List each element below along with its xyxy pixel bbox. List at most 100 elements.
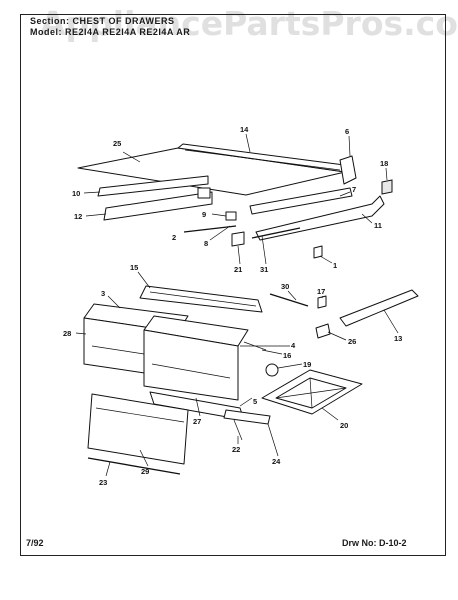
rod-30: [269, 293, 309, 307]
clip-1: [313, 245, 323, 259]
callout-24: 24: [272, 457, 281, 466]
section-header: Section: CHEST OF DRAWERS: [30, 16, 175, 26]
callout-9: 9: [202, 210, 206, 219]
callout-22: 22: [232, 445, 240, 454]
rod-31: [251, 227, 301, 239]
leader-16: [261, 349, 283, 355]
leader-21: [237, 245, 241, 265]
section-prefix: Section:: [30, 16, 70, 26]
leader-10: [83, 191, 101, 194]
callout-31: 31: [260, 265, 268, 274]
leader-30: [287, 290, 297, 301]
trim-23: [87, 457, 181, 475]
leader-28: [75, 332, 87, 335]
model-prefix: Model:: [30, 27, 62, 37]
callout-23: 23: [99, 478, 107, 487]
callout-26: 26: [348, 337, 356, 346]
right-drawer-front: [143, 329, 239, 401]
support-rod-2: [183, 225, 237, 233]
callout-10: 10: [72, 189, 80, 198]
right-slide-rail-upper: [249, 187, 353, 215]
leader-7: [339, 191, 351, 197]
leader-26: [327, 331, 347, 341]
guide-26: [315, 323, 331, 339]
leader-18: [385, 167, 388, 181]
roller-9: [225, 211, 237, 221]
callout-20: 20: [340, 421, 348, 430]
callout-12: 12: [74, 212, 82, 221]
drawing-number: D-10-2: [379, 538, 407, 548]
callout-13: 13: [394, 334, 402, 343]
left-slide-rail-lower: [103, 191, 213, 221]
leader-8: [209, 225, 231, 241]
callout-19: 19: [303, 360, 311, 369]
callout-3: 3: [101, 289, 105, 298]
callout-14: 14: [240, 125, 249, 134]
callout-18: 18: [380, 159, 388, 168]
callout-5: 5: [253, 397, 257, 406]
callout-30: 30: [281, 282, 289, 291]
callout-21: 21: [234, 265, 242, 274]
callout-27: 27: [193, 417, 201, 426]
grille-22: [233, 419, 243, 441]
left-rail-bracket: [197, 187, 211, 199]
knob-19: [265, 363, 279, 377]
leader-9: [211, 213, 227, 217]
leader-29: [139, 449, 149, 467]
rail-end-cap-18: [381, 179, 393, 195]
leader-6: [348, 135, 351, 157]
leader-13: [383, 309, 399, 334]
footer-drawing-number: Drw No: D-10-2: [342, 538, 407, 548]
leader-14: [245, 133, 251, 153]
clip-17: [317, 295, 327, 309]
callout-28: 28: [63, 329, 71, 338]
leader-31: [261, 235, 267, 265]
leader-1: [319, 255, 333, 264]
callout-25: 25: [113, 139, 121, 148]
panel-line: [95, 407, 185, 423]
model-header: Model: RE2I4A RE2I4A RE2I4A AR: [30, 27, 190, 37]
leader-11: [361, 213, 373, 224]
model-value: RE2I4A RE2I4A RE2I4A AR: [65, 27, 191, 37]
leader-23: [105, 461, 111, 477]
right-rail-13: [339, 289, 419, 327]
callout-29: 29: [141, 467, 149, 476]
left-slide-rail-upper: [97, 175, 209, 197]
leader-5: [239, 397, 253, 407]
callout-7: 7: [352, 185, 356, 194]
leader-3: [107, 295, 121, 309]
watermark: AppliancePartsPros.com: [40, 4, 458, 43]
callout-17: 17: [317, 287, 325, 296]
leader-17: [321, 295, 324, 299]
leader-24: [267, 423, 279, 457]
grille-24: [223, 409, 271, 425]
callout-4: 4: [291, 341, 296, 350]
frame-rail: [184, 149, 341, 171]
tray-cross-2: [309, 377, 313, 409]
callout-8: 8: [204, 239, 208, 248]
callout-11: 11: [374, 221, 382, 230]
cover-line: [149, 291, 257, 307]
callout-15: 15: [130, 263, 138, 272]
front-panel-29: [87, 393, 189, 465]
leader-15: [137, 271, 151, 289]
bracket-21: [231, 231, 245, 247]
callout-16: 16: [283, 351, 291, 360]
diagram-frame: [20, 14, 446, 556]
right-slide-rail-lower: [255, 195, 385, 241]
leader-20: [321, 407, 339, 421]
section-title: CHEST OF DRAWERS: [72, 16, 175, 26]
footer-date: 7/92: [26, 538, 44, 548]
leader-19: [277, 363, 303, 369]
drawing-label: Drw No:: [342, 538, 377, 548]
leader-27: [195, 397, 201, 417]
frame-end-bracket: [339, 155, 357, 185]
callout-2: 2: [172, 233, 176, 242]
callout-1: 1: [333, 261, 337, 270]
leader-12: [85, 213, 107, 217]
right-drawer-handle: [151, 363, 231, 379]
leader-25: [122, 151, 141, 163]
callout-6: 6: [345, 127, 349, 136]
